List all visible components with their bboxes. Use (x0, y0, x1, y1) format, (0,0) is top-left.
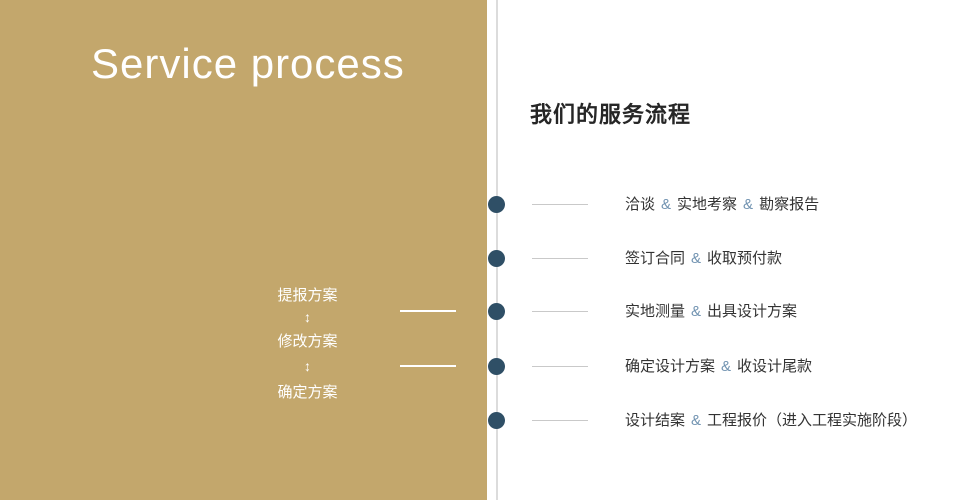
step-part: 设计结案 (625, 412, 686, 429)
step-part: 出具设计方案 (707, 303, 798, 320)
timeline-step-text: 实地测量&出具设计方案 (625, 303, 797, 321)
timeline-tick-line (532, 258, 588, 259)
ampersand: & (721, 358, 732, 375)
timeline-dot (488, 358, 505, 375)
step-part: 收取预付款 (707, 250, 783, 267)
timeline-step-text: 洽谈&实地考察&勘察报告 (625, 196, 819, 214)
step-part: 勘察报告 (759, 196, 820, 213)
timeline-dot (488, 412, 505, 429)
step-part: 实地测量 (625, 303, 686, 320)
timeline-dot (488, 303, 505, 320)
timeline-tick-line (532, 420, 588, 421)
timeline-step-text: 设计结案&工程报价（进入工程实施阶段） (625, 412, 917, 430)
ampersand: & (743, 196, 754, 213)
ampersand: & (691, 412, 702, 429)
timeline-step-text: 签订合同&收取预付款 (625, 250, 782, 268)
updown-arrow-icon: ↕ (304, 309, 311, 325)
plan-step-submit: 提报方案 (277, 287, 338, 304)
updown-arrow-icon: ↕ (304, 358, 311, 374)
ampersand: & (661, 196, 672, 213)
step-part: 确定设计方案 (625, 358, 716, 375)
left-gold-panel (0, 0, 487, 500)
timeline-row-3: 实地测量&出具设计方案 (0, 303, 970, 321)
timeline-row-1: 洽谈&实地考察&勘察报告 (0, 196, 970, 214)
timeline-dot (488, 196, 505, 213)
timeline-tick-line (532, 311, 588, 312)
section-heading: 我们的服务流程 (530, 102, 692, 127)
connector-line (400, 310, 456, 312)
page-title: Service process (91, 40, 405, 87)
timeline-tick-line (532, 204, 588, 205)
plan-step-confirm: 确定方案 (277, 384, 338, 401)
timeline-row-5: 设计结案&工程报价（进入工程实施阶段） (0, 412, 970, 430)
timeline-dot (488, 250, 505, 267)
step-part: 签订合同 (625, 250, 686, 267)
step-part: 收设计尾款 (737, 358, 813, 375)
step-part: 洽谈 (625, 196, 656, 213)
step-part: 实地考察 (677, 196, 738, 213)
step-part: 工程报价（进入工程实施阶段） (707, 412, 918, 429)
timeline-tick-line (532, 366, 588, 367)
ampersand: & (691, 303, 702, 320)
plan-step-revise: 修改方案 (277, 333, 338, 350)
timeline-row-2: 签订合同&收取预付款 (0, 250, 970, 268)
timeline-row-4: 确定设计方案&收设计尾款 (0, 358, 970, 376)
connector-line (400, 365, 456, 367)
timeline-step-text: 确定设计方案&收设计尾款 (625, 358, 812, 376)
ampersand: & (691, 250, 702, 267)
